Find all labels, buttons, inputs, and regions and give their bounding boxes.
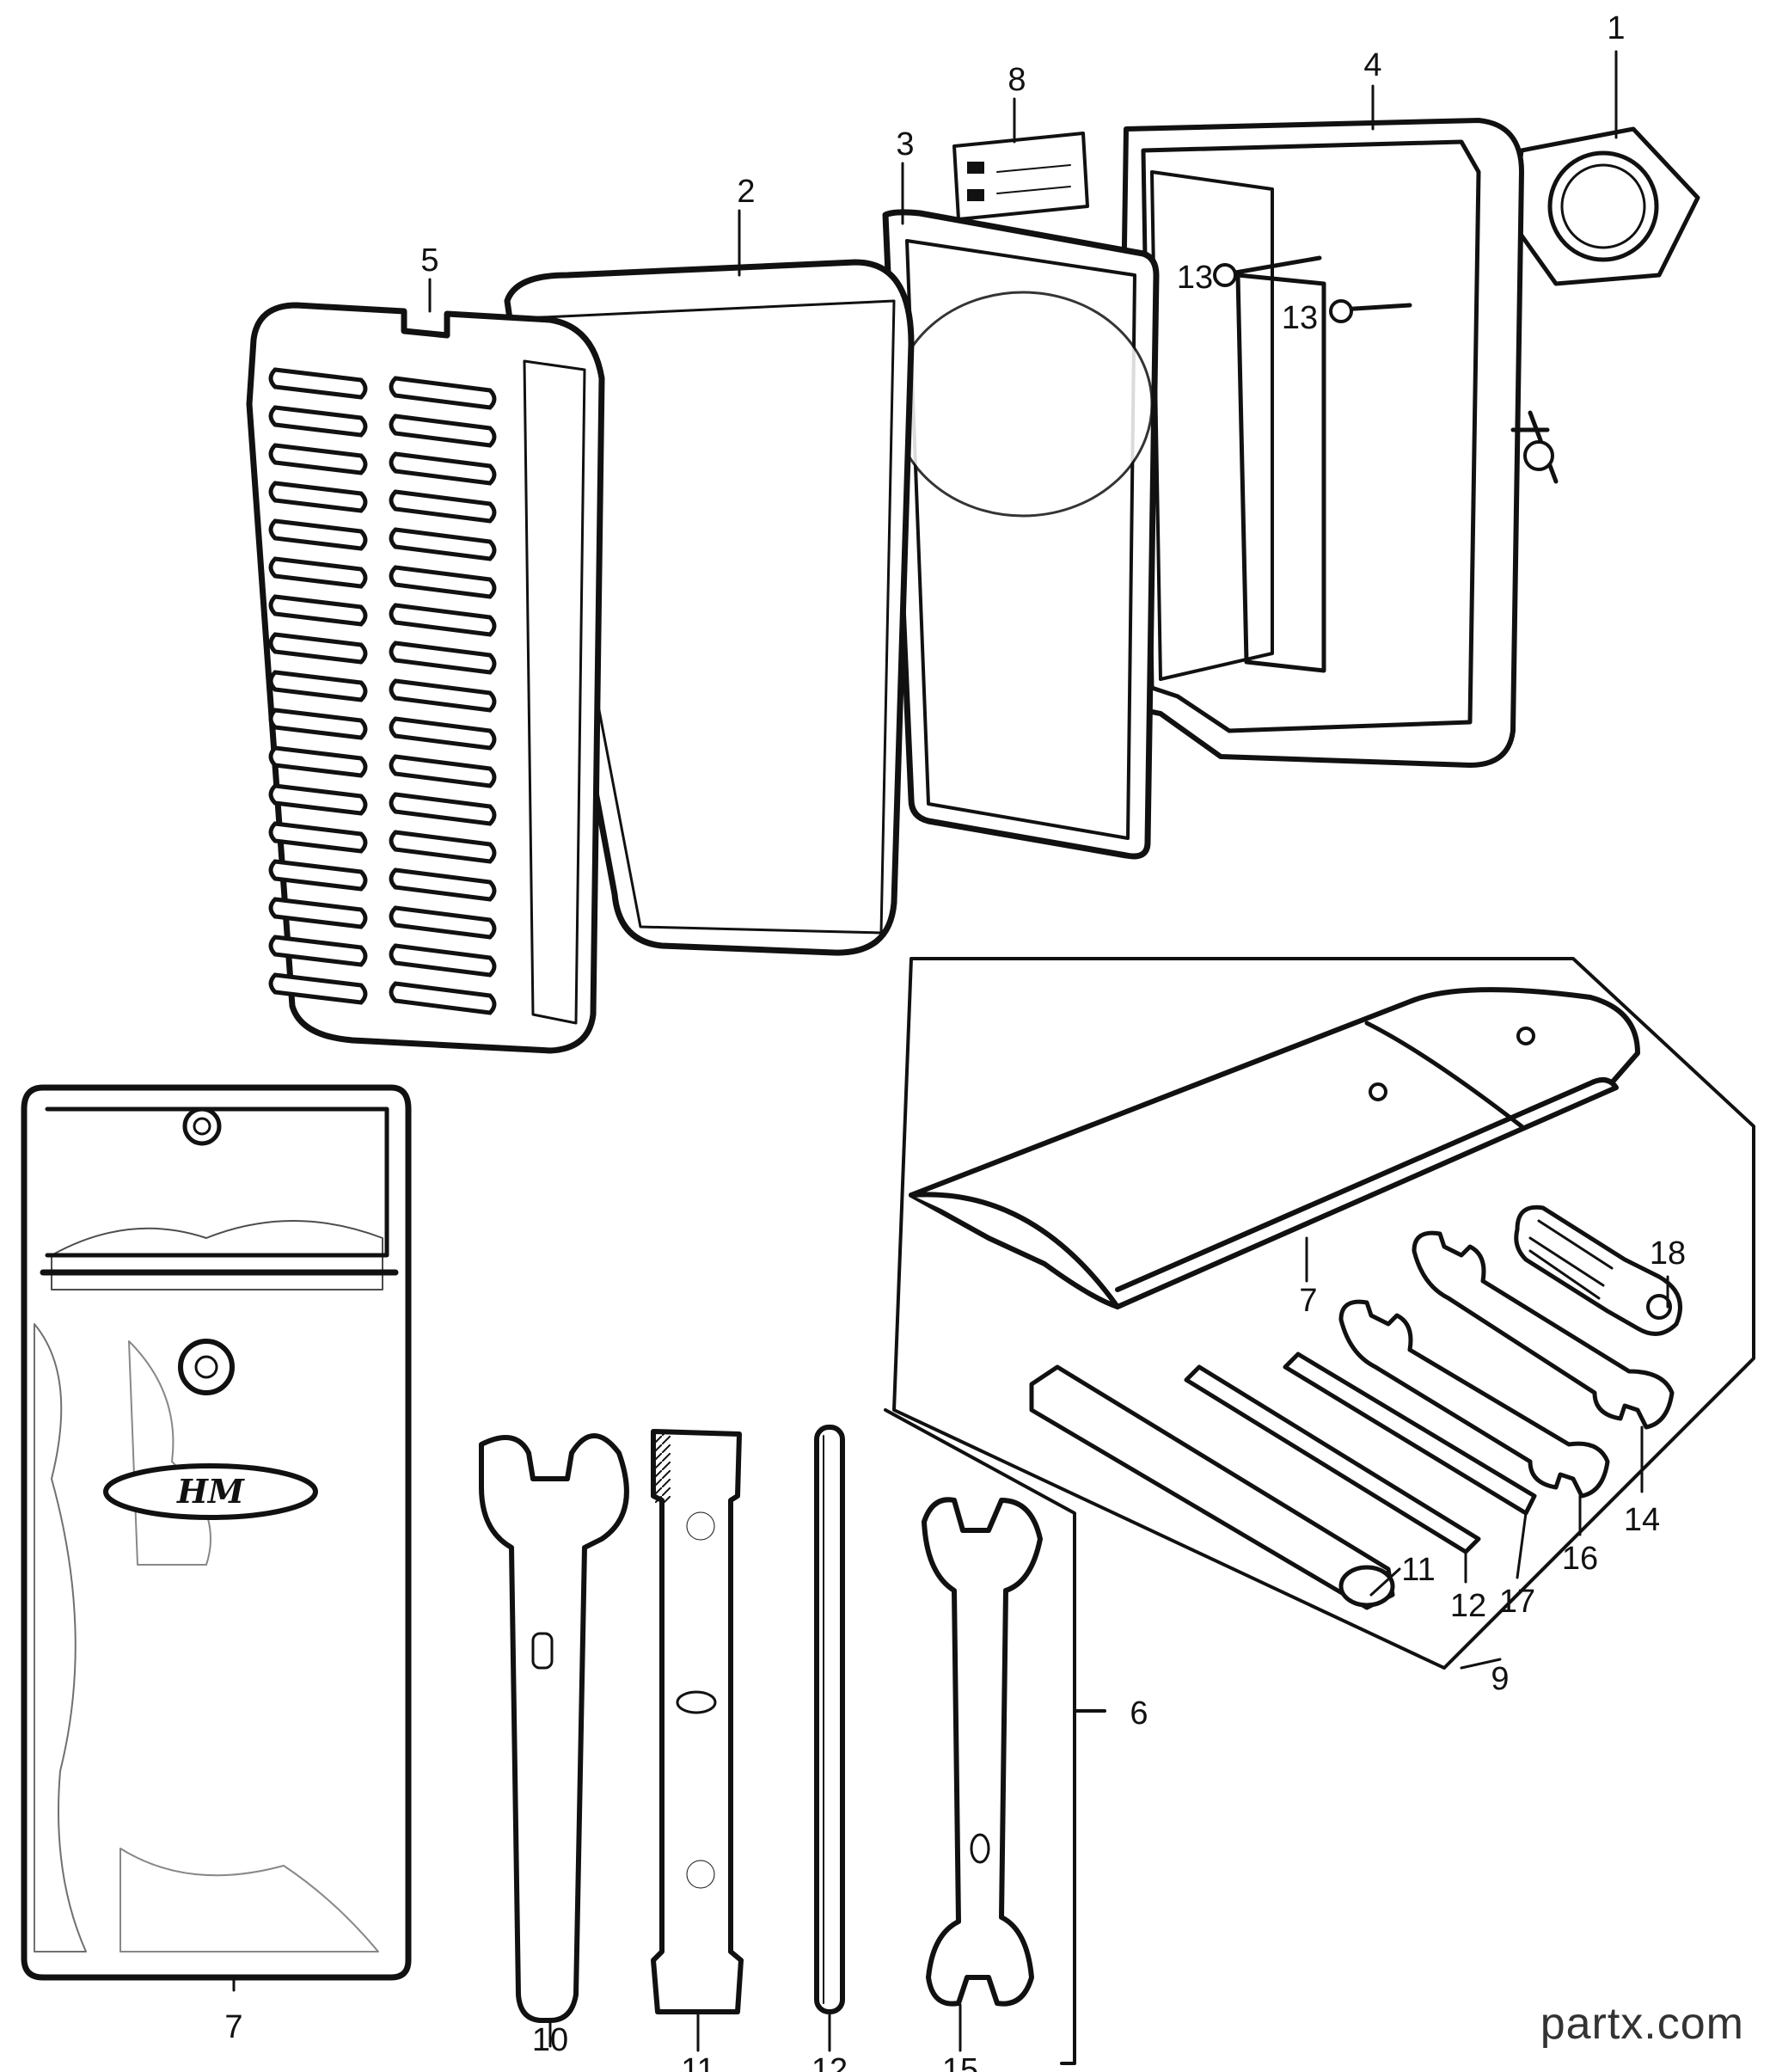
louvre-slot <box>389 716 497 751</box>
inset-screwdriver-blade <box>1283 1352 1537 1516</box>
louvre-slot <box>268 745 368 778</box>
callout-15: 15 <box>942 2052 978 2072</box>
tool-bag-logo: HM <box>176 1472 245 1511</box>
air-cleaner-case <box>1115 118 1559 768</box>
inset-box-spanner <box>1029 1364 1395 1610</box>
tool-bag-front: HM <box>21 1084 412 1981</box>
tool-set-inset <box>892 957 1755 1670</box>
louvre-slot <box>268 443 368 475</box>
louvre-slot <box>389 641 497 675</box>
louvre-slot <box>268 367 368 400</box>
site-watermark: partx.com <box>1540 1999 1744 2049</box>
louvre-slot <box>268 972 368 1005</box>
callout-7-inset: 7 <box>1299 1283 1317 1319</box>
louvre-slot <box>389 451 497 486</box>
case-screws <box>1213 255 1412 323</box>
tool-bag-rolled <box>909 987 1640 1309</box>
louvre-slot <box>268 708 368 740</box>
inset-screwdriver-handle <box>1514 1205 1682 1336</box>
wrench-double-end <box>922 1497 1043 2007</box>
callout-7-bag: 7 <box>224 2009 242 2045</box>
louvre-slot <box>389 754 497 788</box>
louvre-slot <box>268 935 368 967</box>
louvre-slot <box>389 565 497 599</box>
callout-16: 16 <box>1562 1541 1598 1577</box>
louvre-slot <box>268 821 368 854</box>
louvre-slot <box>268 405 368 438</box>
inset-wrench-14 <box>1412 1230 1675 1430</box>
callout-4: 4 <box>1363 47 1381 83</box>
louvre-slot <box>389 943 497 978</box>
louvre-slot <box>389 867 497 902</box>
louvre-slot <box>389 489 497 524</box>
leader-lines <box>232 50 1669 2052</box>
louvre-slot <box>389 414 497 448</box>
air-cleaner-gasket <box>1510 126 1700 286</box>
callout-18: 18 <box>1650 1235 1686 1272</box>
callout-11-inset: 11 <box>1401 1552 1435 1588</box>
louvre-slot <box>268 783 368 816</box>
cover-louvres-left <box>268 367 368 1005</box>
callout-11: 11 <box>681 2052 714 2072</box>
caution-label <box>952 132 1089 221</box>
tommy-bar <box>814 1425 845 2014</box>
callout-14: 14 <box>1624 1502 1660 1538</box>
bracket-tool-set-6 <box>884 1408 1106 2065</box>
louvre-slot <box>268 632 368 665</box>
air-cleaner-element <box>504 259 915 956</box>
louvre-slot <box>268 518 368 551</box>
louvre-slot <box>389 981 497 1015</box>
louvre-slot <box>268 897 368 929</box>
louvre-slot <box>268 670 368 702</box>
callout-2: 2 <box>737 174 755 210</box>
callout-17: 17 <box>1499 1584 1535 1620</box>
callout-10: 10 <box>532 2022 568 2058</box>
louvre-slot <box>268 556 368 589</box>
louvre-slot <box>389 678 497 713</box>
element-frame <box>882 209 1160 860</box>
callout-5: 5 <box>420 242 438 279</box>
callout-12: 12 <box>812 2052 848 2072</box>
louvre-slot <box>268 594 368 627</box>
callout-13-lower: 13 <box>1282 300 1318 336</box>
cover-louvres-right <box>389 376 497 1015</box>
callout-6: 6 <box>1130 1695 1148 1732</box>
louvre-slot <box>389 905 497 940</box>
callout-13-upper: 13 <box>1177 260 1213 296</box>
louvre-slot <box>389 792 497 826</box>
callout-1: 1 <box>1607 10 1625 46</box>
louvre-slot <box>389 603 497 637</box>
callout-labels: 1 2 3 4 5 6 7 7 8 9 10 11 11 12 12 13 13… <box>224 10 1686 2072</box>
wrench-single-end <box>479 1433 629 2023</box>
inset-wrench-16 <box>1338 1299 1610 1499</box>
louvre-slot <box>389 527 497 561</box>
louvre-slot <box>268 859 368 892</box>
box-spanner <box>651 1429 744 2014</box>
inset-tommy-bar <box>1184 1364 1481 1554</box>
air-cleaner-cover <box>246 302 605 1054</box>
callout-8: 8 <box>1007 62 1026 98</box>
louvre-slot <box>389 830 497 864</box>
louvre-slot <box>389 376 497 410</box>
callout-3: 3 <box>896 126 914 162</box>
callout-12-inset: 12 <box>1450 1588 1486 1624</box>
louvre-slot <box>268 481 368 513</box>
callout-9: 9 <box>1491 1661 1509 1697</box>
